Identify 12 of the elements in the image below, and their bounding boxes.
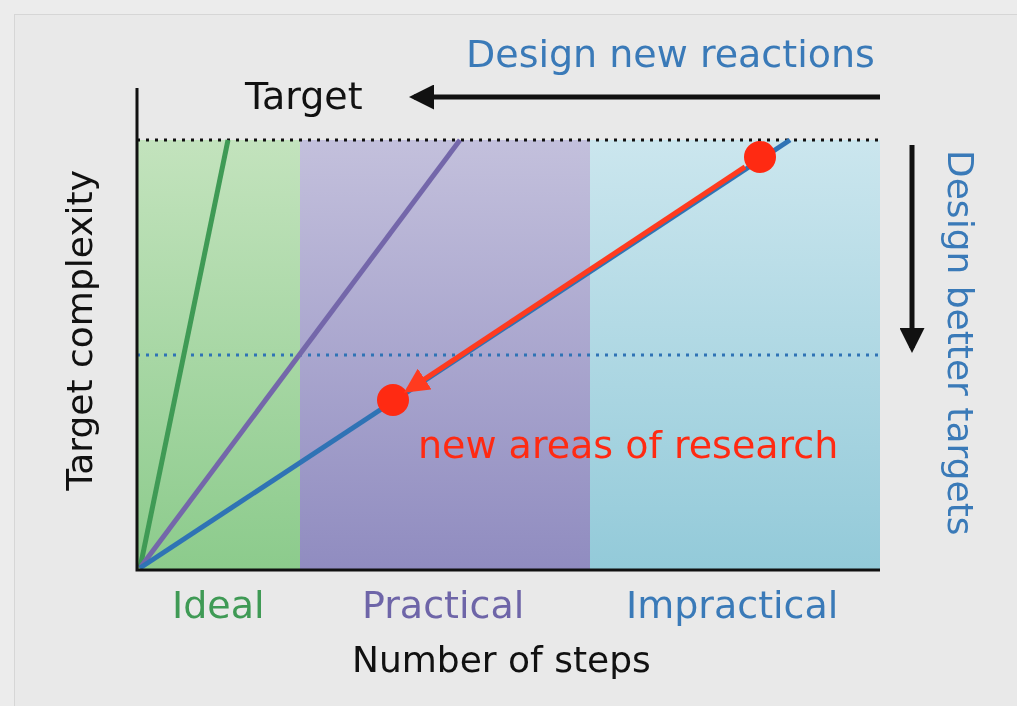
band-label: Practical (362, 585, 525, 627)
annotation-text: new areas of research (418, 425, 839, 467)
axis-end-label: Target (245, 76, 363, 118)
band-label: Impractical (626, 585, 839, 627)
direction-label: Design new reactions (466, 34, 875, 76)
arrow (403, 164, 747, 393)
direction-label: Design better targets (940, 150, 980, 536)
axis-title: Target complexity (60, 170, 100, 491)
band-label: Ideal (172, 585, 265, 627)
data-point (377, 384, 409, 416)
data-point (744, 141, 776, 173)
axis-title: Number of steps (352, 640, 651, 680)
